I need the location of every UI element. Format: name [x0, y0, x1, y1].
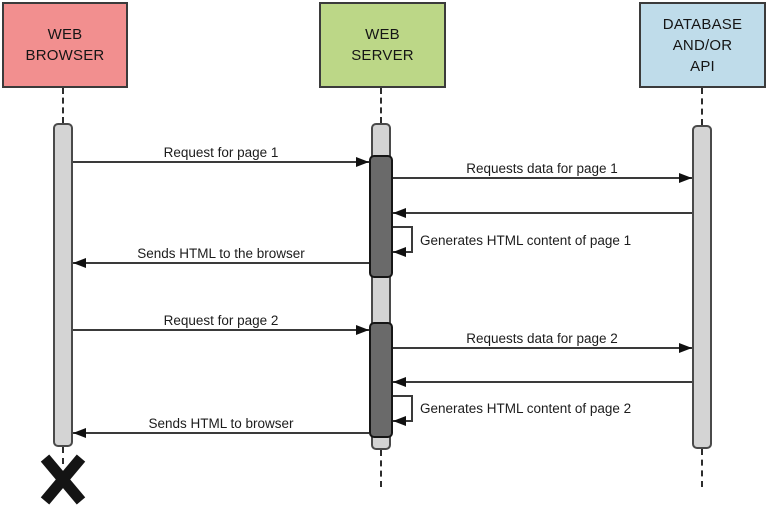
actor-database-api-label: DATABASE AND/OR API [662, 15, 743, 75]
activation-bar-database-api [692, 125, 712, 449]
lifeline-database-api-top [701, 88, 703, 125]
message-line [73, 432, 369, 434]
message-line [73, 161, 369, 163]
actor-web-server: WEB SERVER [319, 2, 446, 88]
actor-database-api: DATABASE AND/OR API [639, 2, 766, 88]
lifeline-web-browser-top [62, 88, 64, 123]
activation-bar-web-browser [53, 123, 73, 447]
lifeline-web-server-top [380, 88, 382, 123]
message-line [393, 347, 692, 349]
lifeline-web-server-bottom [380, 450, 382, 487]
lifeline-database-api-bottom [701, 449, 703, 487]
actor-web-server-label: WEB SERVER [351, 26, 414, 64]
message-label: Sends HTML to the browser [137, 246, 305, 261]
message-label: Generates HTML content of page 1 [420, 233, 632, 248]
arrowhead-right-icon [679, 343, 692, 353]
actor-web-browser-label: WEB BROWSER [25, 26, 105, 64]
message-line [393, 381, 692, 383]
message-line [73, 329, 369, 331]
message-line [393, 177, 692, 179]
arrowhead-left-icon [393, 208, 406, 218]
arrowhead-left-icon [73, 428, 86, 438]
message-line [393, 212, 692, 214]
active-segment-web-server-1 [369, 155, 393, 278]
arrowhead-left-icon [393, 377, 406, 387]
arrowhead-left-icon [73, 258, 86, 268]
arrowhead-left-icon [393, 247, 406, 257]
arrowhead-right-icon [356, 325, 369, 335]
message-label: Sends HTML to browser [148, 416, 294, 431]
message-label: Generates HTML content of page 2 [420, 401, 632, 416]
message-label: Request for page 2 [163, 313, 279, 328]
arrowhead-left-icon [393, 416, 406, 426]
message-label: Requests data for page 1 [466, 161, 618, 176]
active-segment-web-server-2 [369, 322, 393, 438]
arrowhead-right-icon [356, 157, 369, 167]
message-line [73, 262, 369, 264]
actor-web-browser: WEB BROWSER [2, 2, 128, 88]
message-label: Request for page 1 [163, 145, 279, 160]
arrowhead-right-icon [679, 173, 692, 183]
lifeline-web-browser-bottom [62, 447, 64, 464]
message-label: Requests data for page 2 [466, 331, 618, 346]
